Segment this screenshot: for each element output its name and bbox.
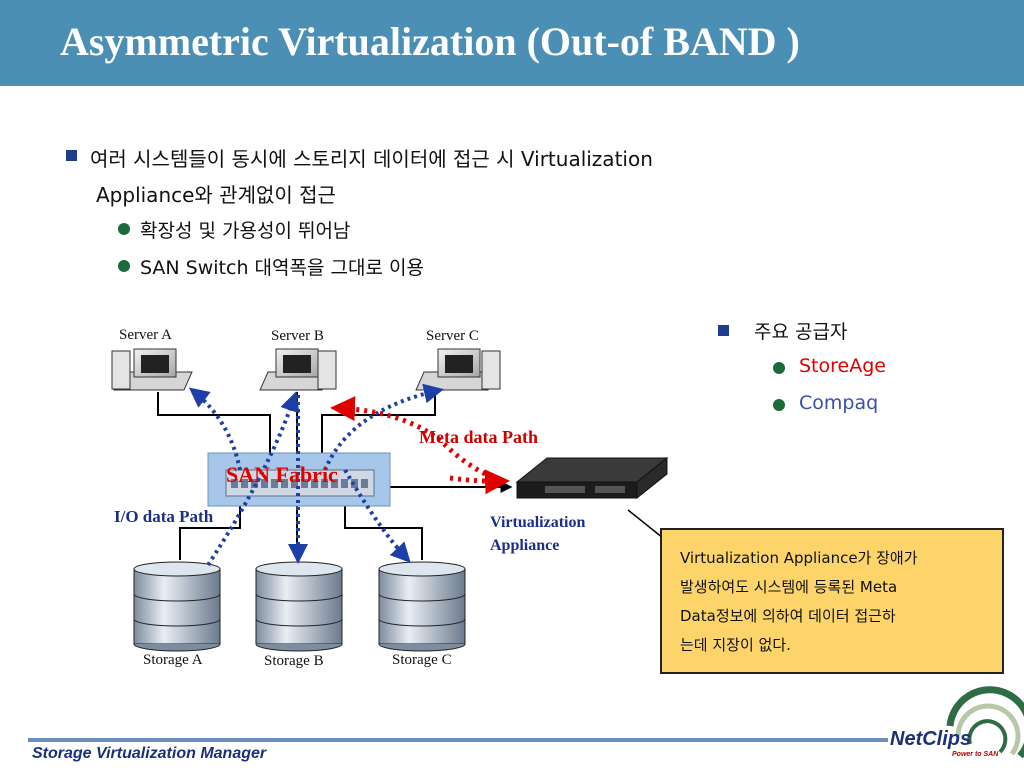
bullet-square-icon	[718, 325, 729, 336]
bullet-dot-icon	[773, 362, 785, 374]
bullet-dot-icon	[118, 223, 130, 235]
bullet-main-line2: Appliance와 관계없이 접근	[96, 183, 336, 207]
netclips-logo-tagline: Power to SAN	[952, 751, 999, 758]
server-c-icon	[415, 348, 501, 391]
footer-divider	[28, 738, 888, 742]
note-line: Virtualization Appliance가 장애가	[680, 549, 918, 567]
note-line: 는데 지장이 없다.	[680, 636, 791, 654]
appliance-label-line1: Virtualization	[490, 514, 586, 531]
bullet-sub-2: SAN Switch 대역폭을 그대로 이용	[140, 257, 424, 279]
storage-c-icon	[378, 561, 466, 652]
storage-c-label: Storage C	[392, 652, 452, 668]
san-fabric-label: SAN Fabric	[226, 462, 338, 487]
meta-path-label: Meta data Path	[419, 427, 538, 447]
bullet-main-line1: 여러 시스템들이 동시에 스토리지 데이터에 접근 시 Virtualizati…	[90, 147, 653, 171]
storage-a-label: Storage A	[143, 652, 203, 668]
vendors-heading: 주요 공급자	[754, 321, 848, 343]
meta-data-path	[330, 396, 501, 483]
slide-title: Asymmetric Virtualization (Out-of BAND )	[60, 19, 800, 64]
bullet-dot-icon	[118, 260, 130, 272]
bullet-dot-icon	[773, 399, 785, 411]
server-a-label: Server A	[119, 327, 172, 343]
storage-a-icon	[133, 561, 221, 652]
io-path-label: I/O data Path	[114, 507, 214, 526]
server-a-icon	[111, 348, 193, 391]
server-c-label: Server C	[426, 328, 479, 344]
server-b-label: Server B	[271, 328, 324, 344]
io-data-path	[188, 383, 444, 567]
meta-data-path-to-appliance	[449, 469, 510, 495]
netclips-logo-text: NetClips	[890, 728, 972, 750]
storage-b-icon	[255, 561, 343, 652]
server-b-icon	[259, 348, 337, 391]
vendor-storeage: StoreAge	[799, 355, 886, 377]
note-line: 발생하여도 시스템에 등록된 Meta	[680, 578, 898, 596]
footer-text: Storage Virtualization Manager	[32, 745, 267, 762]
bullet-square-icon	[66, 150, 77, 161]
note-line: Data정보에 의하여 데이터 접근하	[680, 607, 896, 625]
storage-b-label: Storage B	[264, 653, 324, 669]
virtualization-appliance-icon	[515, 456, 669, 500]
title-bar	[0, 0, 1024, 86]
vendor-compaq: Compaq	[799, 392, 879, 414]
note-box: Virtualization Appliance가 장애가 발생하여도 시스템에…	[660, 528, 1004, 674]
appliance-label-line2: Appliance	[490, 537, 560, 554]
bullet-sub-1: 확장성 및 가용성이 뛰어남	[140, 220, 351, 242]
